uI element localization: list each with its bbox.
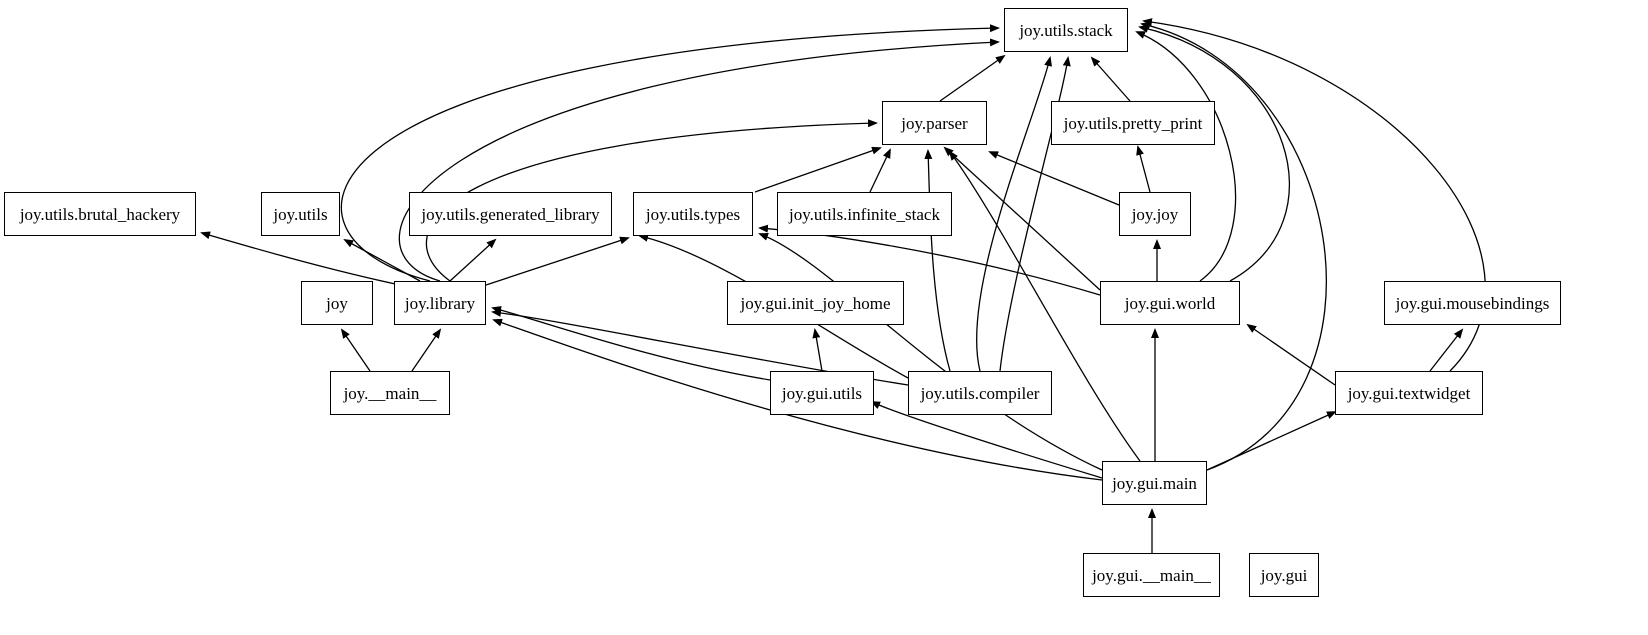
- graph-node-joy-gui-utils[interactable]: joy.gui.utils: [770, 371, 874, 415]
- graph-node-joy-gui-textwidget[interactable]: joy.gui.textwidget: [1335, 371, 1483, 415]
- node-label: joy.utils.stack: [1019, 20, 1113, 40]
- graph-edge: [340, 24, 1000, 282]
- graph-edge: [976, 56, 1053, 372]
- graph-edge: [869, 148, 891, 193]
- graph-node-joy-parser[interactable]: joy.parser: [882, 101, 987, 145]
- graph-node-joy-utils-compiler[interactable]: joy.utils.compiler: [908, 371, 1052, 415]
- graph-node-joy-utils-brutal-hackery[interactable]: joy.utils.brutal_hackery: [4, 192, 196, 236]
- graph-node-joy-utils-infinite-stack[interactable]: joy.utils.infinite_stack: [777, 192, 952, 236]
- node-label: joy.utils.pretty_print: [1063, 113, 1203, 133]
- graph-node-joy-gui-mousebindings[interactable]: joy.gui.mousebindings: [1384, 281, 1561, 325]
- graph-node-joy-utils[interactable]: joy.utils: [261, 192, 340, 236]
- node-label: joy.gui.__main__: [1092, 565, 1211, 585]
- node-label: joy.utils.generated_library: [421, 204, 600, 224]
- graph-node-joy-joy[interactable]: joy.joy: [1119, 192, 1191, 236]
- graph-node-joy-library[interactable]: joy.library: [394, 281, 486, 325]
- graph-edge: [485, 236, 630, 286]
- graph-edge: [754, 146, 882, 193]
- graph-edge: [1429, 328, 1464, 372]
- graph-edge: [1246, 323, 1336, 386]
- graph-edge: [988, 151, 1120, 206]
- graph-edge: [1136, 145, 1151, 193]
- graph-edge: [870, 401, 1103, 479]
- graph-node-joy-gui-main[interactable]: joy.gui.__main__: [1083, 553, 1220, 597]
- node-label: joy.__main__: [343, 383, 437, 403]
- graph-edge: [1140, 21, 1328, 471]
- graph-node-joy-gui[interactable]: joy.gui: [1249, 553, 1319, 597]
- node-label: joy.parser: [901, 113, 968, 133]
- graph-edge: [943, 146, 1101, 291]
- graph-edge: [1090, 56, 1131, 102]
- node-label: joy.utils.compiler: [920, 383, 1040, 403]
- node-label: joy.gui.utils: [781, 383, 863, 403]
- node-label: joy.gui.main: [1112, 473, 1197, 493]
- graph-node-joy-main[interactable]: joy.__main__: [330, 371, 450, 415]
- graph-edge: [343, 239, 421, 282]
- graph-node-joy-utils-types[interactable]: joy.utils.types: [633, 192, 753, 236]
- node-label: joy: [326, 293, 348, 313]
- graph-node-joy[interactable]: joy: [301, 281, 373, 325]
- node-label: joy.gui.mousebindings: [1395, 293, 1550, 313]
- graph-edge: [425, 119, 878, 282]
- graph-edge: [939, 54, 1006, 102]
- graph-edge: [1206, 411, 1337, 471]
- graph-edge: [924, 149, 951, 372]
- graph-edge: [340, 328, 371, 372]
- graph-edge: [1138, 24, 1291, 282]
- node-label: joy.library: [404, 293, 476, 313]
- node-label: joy.gui.init_joy_home: [740, 293, 891, 313]
- graph-node-joy-utils-stack[interactable]: joy.utils.stack: [1004, 8, 1128, 52]
- graph-edge: [758, 233, 1103, 471]
- graph-edge: [411, 328, 442, 372]
- graph-edge: [492, 318, 1103, 481]
- graph-edge: [449, 238, 497, 282]
- node-label: joy.utils: [273, 204, 328, 224]
- graph-node-joy-gui-main[interactable]: joy.gui.main: [1102, 461, 1207, 505]
- graph-edge: [999, 56, 1071, 372]
- graph-edge: [200, 231, 401, 286]
- graph-edge: [948, 150, 1141, 462]
- node-label: joy.joy: [1131, 204, 1179, 224]
- graph-edge: [1135, 31, 1237, 282]
- node-label: joy.utils.brutal_hackery: [19, 204, 181, 224]
- node-label: joy.utils.infinite_stack: [789, 204, 940, 224]
- graph-node-joy-gui-world[interactable]: joy.gui.world: [1100, 281, 1240, 325]
- node-label: joy.utils.types: [645, 204, 741, 224]
- node-label: joy.gui: [1260, 565, 1308, 585]
- node-label: joy.gui.textwidget: [1347, 383, 1471, 403]
- graph-node-joy-utils-generated-library[interactable]: joy.utils.generated_library: [409, 192, 612, 236]
- graph-edge: [398, 38, 1000, 282]
- graph-node-joy-utils-pretty-print[interactable]: joy.utils.pretty_print: [1051, 101, 1215, 145]
- node-label: joy.gui.world: [1124, 293, 1216, 313]
- graph-edge: [491, 306, 771, 381]
- graph-node-joy-gui-init-joy-home[interactable]: joy.gui.init_joy_home: [727, 281, 904, 325]
- graph-edge: [812, 328, 823, 372]
